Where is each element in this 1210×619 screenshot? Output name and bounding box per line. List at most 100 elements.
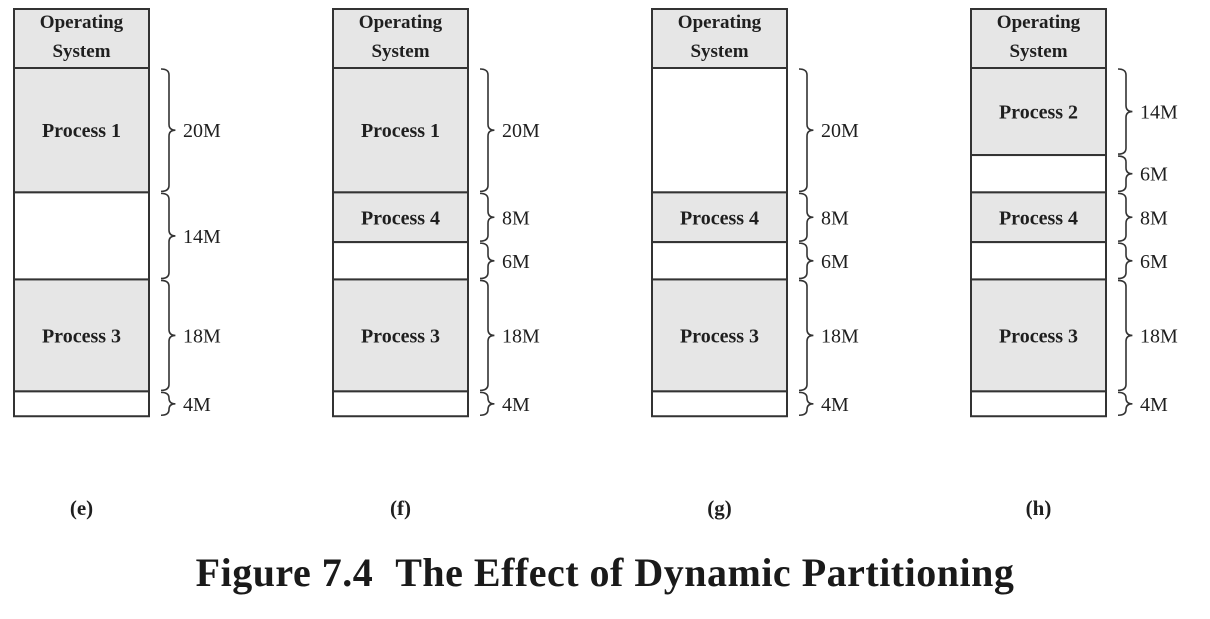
free-rect xyxy=(13,191,150,281)
size-label: 18M xyxy=(183,325,221,347)
free-block: 6M xyxy=(332,241,530,281)
free-block: 4M xyxy=(332,390,530,418)
os-label-line1: Operating xyxy=(359,12,443,33)
free-block: 14M xyxy=(13,191,221,281)
size-brace xyxy=(160,68,176,193)
size-label: 20M xyxy=(821,120,859,142)
os-label-line1: Operating xyxy=(997,12,1081,33)
free-block: 4M xyxy=(970,390,1168,418)
free-rect xyxy=(651,390,788,418)
os-block xyxy=(13,8,150,69)
size-label: 4M xyxy=(821,394,849,416)
process-block: Process 1 20M xyxy=(13,67,221,194)
os-label-line2: System xyxy=(371,41,429,62)
os-block xyxy=(970,8,1107,69)
size-brace xyxy=(1117,192,1133,242)
figure-title: The Effect of Dynamic Partitioning xyxy=(395,550,1015,595)
process-rect xyxy=(970,67,1107,157)
size-label: 20M xyxy=(183,120,221,142)
size-label: 8M xyxy=(821,207,849,229)
size-label: 4M xyxy=(1140,394,1168,416)
free-block: 6M xyxy=(970,154,1168,194)
process-rect xyxy=(13,67,150,194)
os-label-line2: System xyxy=(52,41,110,62)
size-brace xyxy=(479,242,495,280)
size-label: 6M xyxy=(821,251,849,273)
figure-number: Figure 7.4 xyxy=(195,550,374,595)
diagram-label: (e) xyxy=(70,496,93,520)
size-brace xyxy=(1117,242,1133,280)
process-label: Process 3 xyxy=(999,325,1078,347)
process-rect xyxy=(332,191,469,244)
size-brace xyxy=(798,242,814,280)
size-label: 18M xyxy=(1140,325,1178,347)
size-brace xyxy=(798,192,814,242)
process-label: Process 1 xyxy=(42,120,121,142)
size-brace xyxy=(798,279,814,392)
process-rect xyxy=(970,278,1107,393)
free-rect xyxy=(332,241,469,281)
process-label: Process 3 xyxy=(680,325,759,347)
size-label: 4M xyxy=(502,394,530,416)
free-block: 6M xyxy=(970,241,1168,281)
free-block: 20M xyxy=(651,67,859,194)
diagram-label: (h) xyxy=(1026,496,1052,520)
free-rect xyxy=(651,67,788,194)
size-brace xyxy=(479,192,495,242)
free-block: 6M xyxy=(651,241,849,281)
size-label: 18M xyxy=(821,325,859,347)
process-label: Process 4 xyxy=(361,207,440,229)
process-label: Process 4 xyxy=(680,207,759,229)
os-label-line2: System xyxy=(1009,41,1067,62)
size-label: 20M xyxy=(502,120,540,142)
process-label: Process 3 xyxy=(361,325,440,347)
free-rect xyxy=(970,241,1107,281)
size-label: 4M xyxy=(183,394,211,416)
free-rect xyxy=(13,390,150,418)
size-brace xyxy=(160,391,176,417)
process-block: Process 3 18M xyxy=(970,278,1178,393)
os-label-line1: Operating xyxy=(678,12,762,33)
size-label: 6M xyxy=(1140,251,1168,273)
process-block: Process 4 8M xyxy=(651,191,849,244)
size-brace xyxy=(1117,391,1133,417)
diagram-label: (g) xyxy=(707,496,732,520)
process-block: Process 4 8M xyxy=(332,191,530,244)
figure-caption: Figure 7.4 The Effect of Dynamic Partitio… xyxy=(0,548,1210,598)
size-brace xyxy=(160,279,176,392)
size-brace xyxy=(160,192,176,280)
free-rect xyxy=(970,390,1107,418)
process-block: Process 2 14M xyxy=(970,67,1178,157)
process-block: Process 3 18M xyxy=(332,278,540,393)
size-brace xyxy=(1117,68,1133,155)
process-label: Process 4 xyxy=(999,207,1078,229)
size-label: 18M xyxy=(502,325,540,347)
os-label-line1: Operating xyxy=(40,12,124,33)
free-block: 4M xyxy=(13,390,211,418)
size-label: 6M xyxy=(1140,164,1168,186)
os-block xyxy=(651,8,788,69)
os-block xyxy=(332,8,469,69)
size-label: 14M xyxy=(183,226,221,248)
process-block: Process 1 20M xyxy=(332,67,540,194)
os-label-line2: System xyxy=(690,41,748,62)
free-rect xyxy=(970,154,1107,194)
size-label: 8M xyxy=(502,207,530,229)
size-brace xyxy=(798,391,814,417)
size-brace xyxy=(798,68,814,193)
process-label: Process 1 xyxy=(361,120,440,142)
process-block: Process 3 18M xyxy=(651,278,859,393)
process-label: Process 2 xyxy=(999,102,1078,124)
free-rect xyxy=(332,390,469,418)
size-label: 14M xyxy=(1140,102,1178,124)
size-brace xyxy=(479,279,495,392)
free-block: 4M xyxy=(651,390,849,418)
size-brace xyxy=(1117,279,1133,392)
